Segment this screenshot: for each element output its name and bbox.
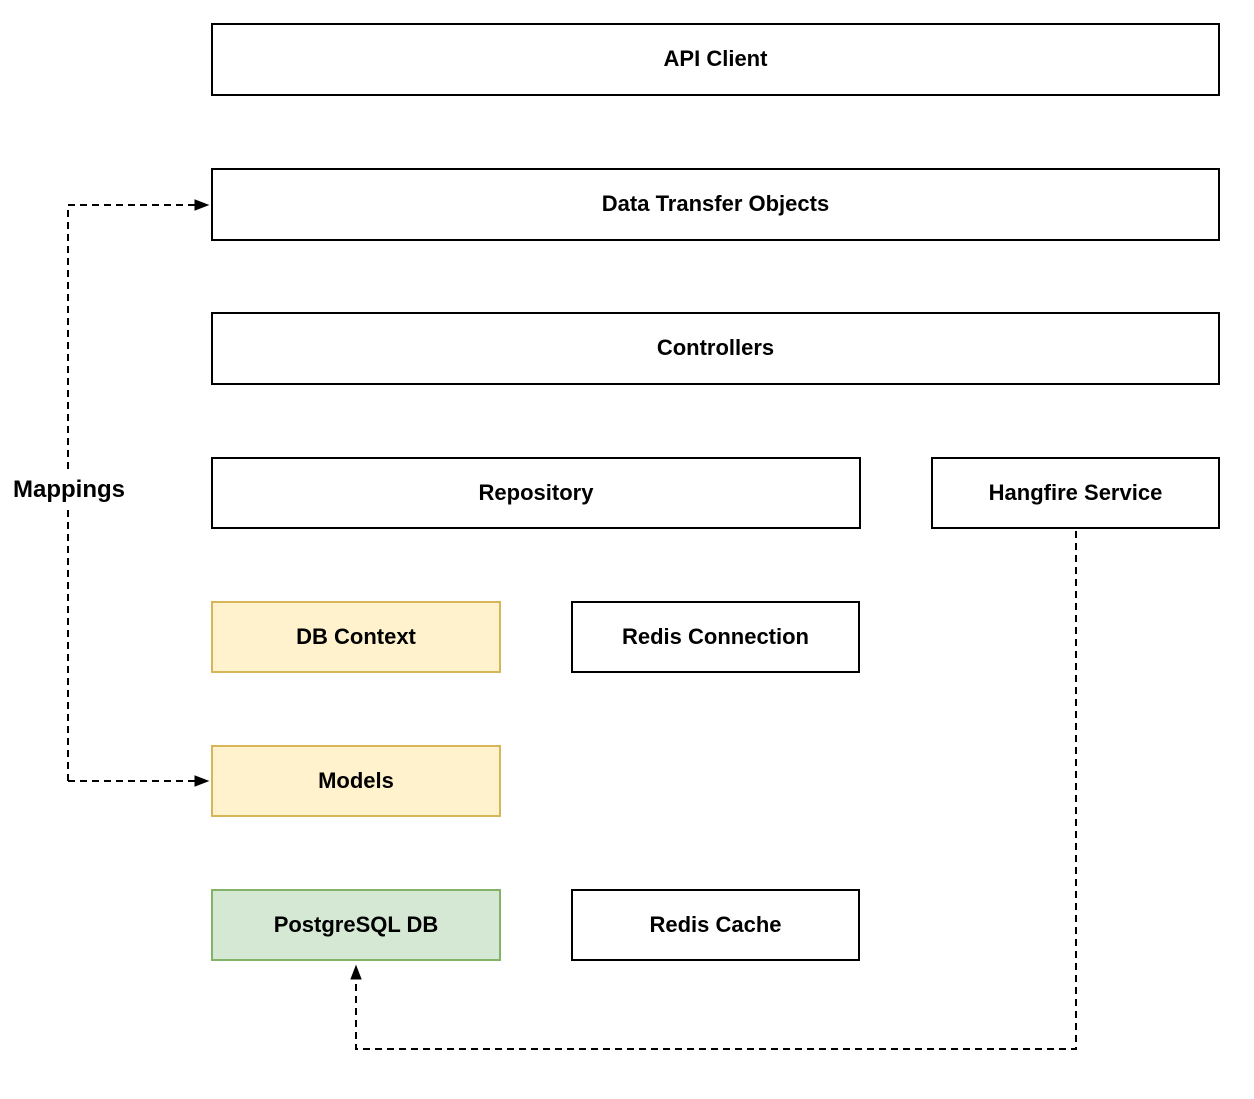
node-label: Redis Cache — [649, 911, 782, 937]
node-api-client: API Client — [211, 23, 1220, 96]
node-hangfire-service: Hangfire Service — [931, 457, 1220, 529]
edge-label-mappings: Mappings — [6, 474, 132, 506]
node-postgresql-db: PostgreSQL DB — [211, 889, 501, 961]
node-db-context: DB Context — [211, 601, 501, 673]
node-label: DB Context — [296, 623, 416, 649]
node-controllers: Controllers — [211, 312, 1220, 385]
node-label: API Client — [663, 46, 768, 72]
node-repository: Repository — [211, 457, 861, 529]
node-label: Data Transfer Objects — [601, 191, 830, 217]
node-label: PostgreSQL DB — [273, 911, 439, 937]
node-label: Redis Connection — [621, 623, 809, 649]
node-redis-connection: Redis Connection — [571, 601, 860, 673]
node-label: Repository — [478, 479, 594, 505]
node-models: Models — [211, 745, 501, 817]
node-label: Controllers — [656, 335, 775, 361]
node-redis-cache: Redis Cache — [571, 889, 860, 961]
node-label: Models — [318, 767, 394, 793]
node-data-transfer-objects: Data Transfer Objects — [211, 168, 1220, 241]
node-label: Hangfire Service — [988, 479, 1163, 505]
